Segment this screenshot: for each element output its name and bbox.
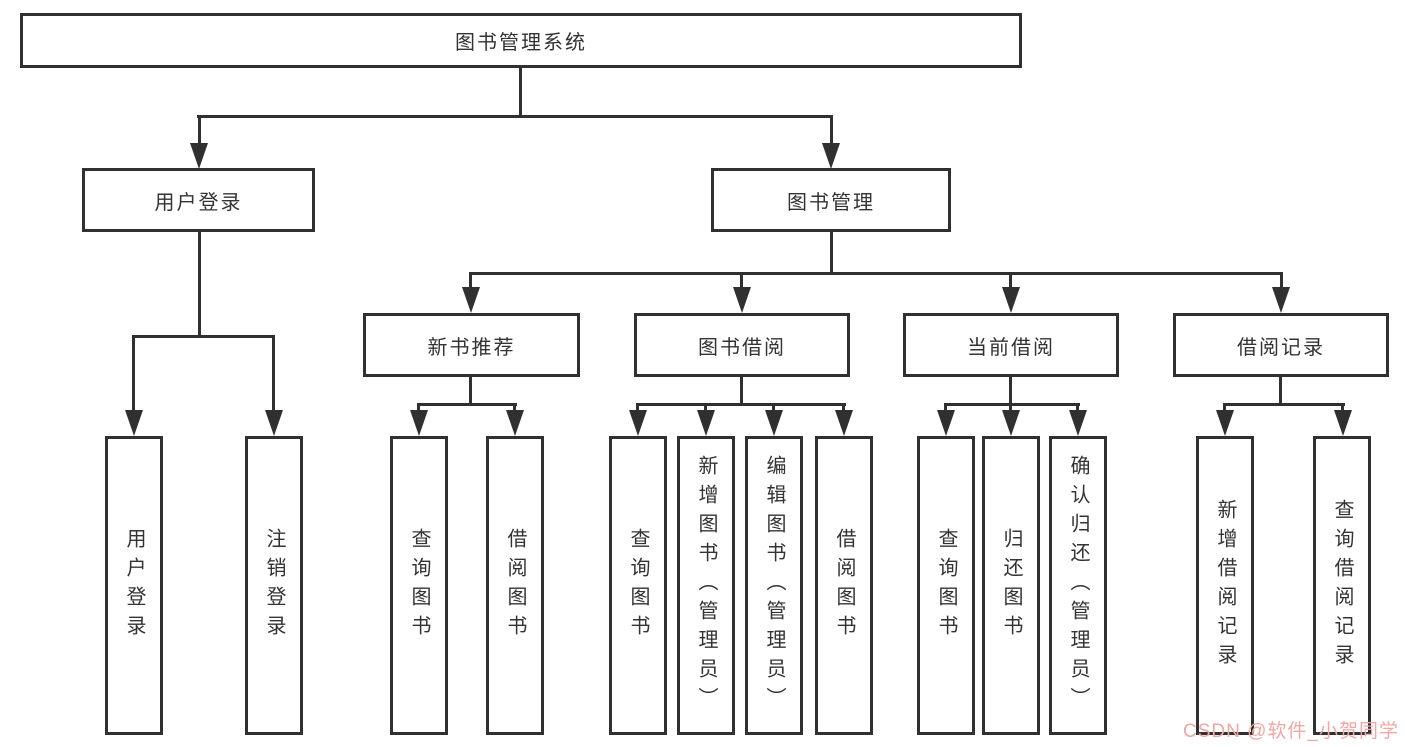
- connector-current-drop: [1076, 406, 1079, 412]
- connector-borrow-drop: [772, 406, 775, 412]
- arrow-down-icon: [1334, 410, 1352, 436]
- node-user-login: 用户登录: [82, 168, 315, 232]
- connector-records-drop: [1341, 406, 1344, 412]
- connector-borrow-bar: [636, 403, 846, 406]
- arrow-down-icon: [697, 410, 715, 436]
- leaf-label: 编辑图书（管理员）: [763, 455, 785, 716]
- node-book-borrow: 图书借阅: [634, 313, 850, 377]
- leaf-borrow-books-recommend: 借阅图书: [486, 436, 544, 735]
- leaf-label: 注销登录: [263, 527, 285, 644]
- arrow-down-icon: [1069, 410, 1087, 436]
- leaf-add-books-admin: 新增图书（管理员）: [677, 436, 735, 735]
- arrow-down-icon: [1272, 287, 1290, 313]
- leaf-query-books-recommend: 查询图书: [390, 436, 448, 735]
- leaf-label: 归还图书: [1000, 527, 1022, 644]
- leaf-label: 查询图书: [408, 527, 430, 644]
- arrow-down-icon: [1216, 410, 1234, 436]
- connector-mgmt-drop: [469, 275, 472, 289]
- arrow-down-icon: [765, 410, 783, 436]
- node-new-book-recommend: 新书推荐: [363, 313, 580, 377]
- node-current-borrow: 当前借阅: [903, 313, 1119, 377]
- connector-recommend-bar: [417, 403, 517, 406]
- arrow-down-icon: [410, 410, 428, 436]
- connector-recommend-drop: [513, 406, 516, 412]
- connector-recommend-drop: [417, 406, 420, 412]
- connector-login-stem: [198, 232, 201, 335]
- arrow-down-icon: [462, 287, 480, 313]
- connector-current-bar: [944, 403, 1080, 406]
- arrow-down-icon: [1002, 287, 1020, 313]
- leaf-label: 新增借阅记录: [1214, 498, 1236, 673]
- arrow-down-icon: [265, 410, 283, 436]
- leaf-user-login: 用户登录: [105, 436, 163, 735]
- connector-current-stem: [1009, 377, 1012, 403]
- connector-current-drop: [944, 406, 947, 412]
- leaf-label: 借阅图书: [833, 527, 855, 644]
- arrow-down-icon: [937, 410, 955, 436]
- connector-borrow-drop: [842, 406, 845, 412]
- leaf-return-books: 归还图书: [982, 436, 1040, 735]
- leaf-edit-books-admin: 编辑图书（管理员）: [745, 436, 803, 735]
- leaf-query-borrow-record: 查询借阅记录: [1313, 436, 1371, 735]
- leaf-label: 借阅图书: [504, 527, 526, 644]
- connector-mgmt-drop: [740, 275, 743, 289]
- arrow-down-icon: [629, 410, 647, 436]
- connector-root-stem: [519, 66, 522, 116]
- connector-root-bar: [197, 115, 833, 118]
- connector-mgmt-stem: [830, 232, 833, 272]
- connector-records-drop: [1223, 406, 1226, 412]
- leaf-query-books-borrow: 查询图书: [609, 436, 667, 735]
- leaf-label: 确认归还（管理员）: [1067, 455, 1089, 716]
- connector-recommend-stem: [469, 377, 472, 403]
- leaf-label: 查询图书: [935, 527, 957, 644]
- arrow-down-icon: [733, 287, 751, 313]
- node-library-system: 图书管理系统: [20, 13, 1022, 68]
- leaf-label: 查询图书: [627, 527, 649, 644]
- csdn-watermark: CSDN @软件_小贺同学: [1183, 721, 1399, 742]
- connector-borrow-drop: [704, 406, 707, 412]
- connector-root-drop-right: [830, 118, 833, 146]
- connector-mgmt-drop: [1009, 275, 1012, 289]
- connector-borrow-stem: [740, 377, 743, 403]
- connector-login-drop-left: [132, 338, 135, 410]
- node-borrow-records: 借阅记录: [1173, 313, 1389, 377]
- arrow-down-icon: [822, 143, 840, 169]
- arrow-down-icon: [125, 410, 143, 436]
- connector-login-bar: [132, 335, 275, 338]
- node-book-management: 图书管理: [711, 168, 951, 232]
- connector-records-bar: [1223, 403, 1345, 406]
- connector-mgmt-bar: [469, 272, 1283, 275]
- leaf-confirm-return-admin: 确认归还（管理员）: [1049, 436, 1107, 735]
- connector-records-stem: [1279, 377, 1282, 403]
- leaf-label: 用户登录: [123, 527, 145, 644]
- connector-borrow-drop: [636, 406, 639, 412]
- connector-login-drop-right: [272, 338, 275, 410]
- arrow-down-icon: [506, 410, 524, 436]
- arrow-down-icon: [190, 143, 208, 169]
- leaf-label: 新增图书（管理员）: [695, 455, 717, 716]
- arrow-down-icon: [835, 410, 853, 436]
- leaf-add-borrow-record: 新增借阅记录: [1196, 436, 1254, 735]
- leaf-query-books-current: 查询图书: [917, 436, 975, 735]
- connector-mgmt-drop: [1280, 275, 1283, 289]
- leaf-borrow-books: 借阅图书: [815, 436, 873, 735]
- connector-root-drop-left: [198, 118, 201, 146]
- arrow-down-icon: [1002, 410, 1020, 436]
- leaf-logout: 注销登录: [245, 436, 303, 735]
- leaf-label: 查询借阅记录: [1331, 498, 1353, 673]
- connector-current-drop: [1009, 406, 1012, 412]
